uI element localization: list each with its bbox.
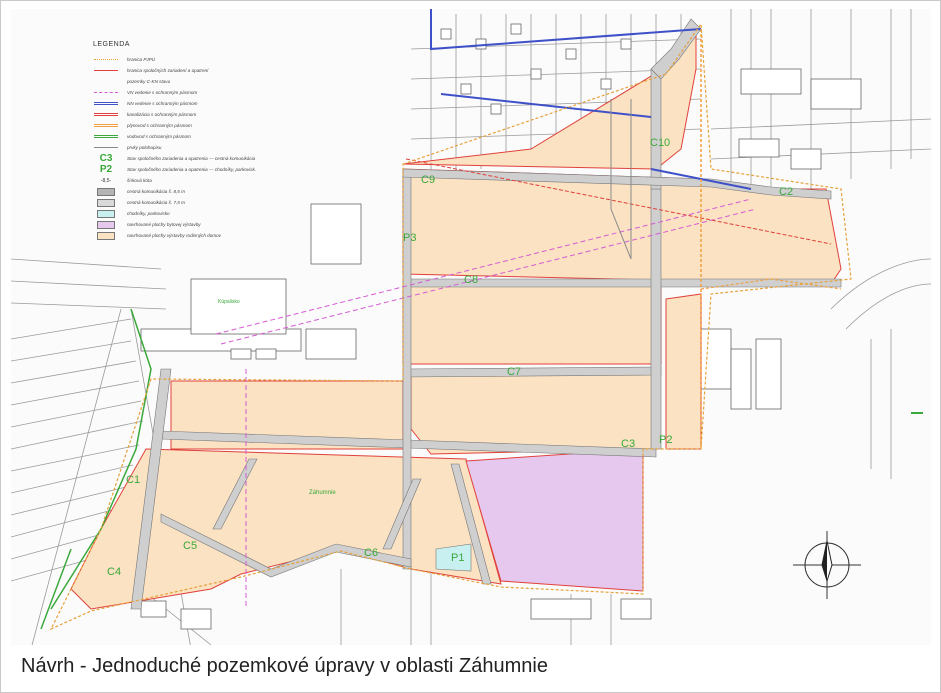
plots [70, 27, 842, 610]
parking-area [435, 543, 472, 572]
legend-item: chodníky, parkovisko [93, 208, 343, 219]
legend-item: kanalizácia s ochranným pásmom [93, 109, 343, 120]
legend-spot: -8,5- [100, 177, 112, 184]
label-p1: P1 [451, 552, 464, 564]
legend-item: navrhované plochy bytovej výstavby [93, 219, 343, 230]
legend-symbol [93, 144, 119, 152]
legend-symbol [93, 111, 119, 119]
legend-item: navrhované plochy výstavby rodinných dom… [93, 230, 343, 241]
legend-symbol [93, 133, 119, 141]
legend-item-label: navrhované plochy bytovej výstavby [127, 222, 201, 227]
map-code-labels: C1 C2 C3 C4 C5 C6 C7 C8 C9 C10 P1 P2 P3 [107, 137, 793, 578]
label-c7: C7 [507, 366, 521, 378]
label-c8: C8 [464, 274, 478, 286]
cadastral-map[interactable]: C1 C2 C3 C4 C5 C6 C7 C8 C9 C10 P1 P2 P3 … [11, 9, 931, 645]
legend-item-label: cestná komunikácia š. 7,5 m [127, 200, 185, 205]
legend-symbol [93, 209, 119, 218]
utility-lines [40, 9, 842, 630]
legend-symbol [93, 187, 119, 196]
label-c6: C6 [364, 547, 378, 559]
legend-item-label: Stav spoločného zariadenia a opatrenia —… [127, 167, 257, 172]
legend-symbol: -8,5- [93, 177, 119, 185]
legend-item-label: chodníky, parkovisko [127, 211, 170, 216]
legend-item: cestná komunikácia š. 7,5 m [93, 197, 343, 208]
legend-symbol [93, 56, 119, 64]
project-boundary [49, 22, 852, 631]
legend-item: VN vedenie s ochranným pásmom [93, 87, 343, 98]
legend-symbol [93, 220, 119, 229]
figure-caption: Návrh - Jednoduché pozemkové úpravy v ob… [21, 655, 548, 677]
legend-item: vodovod s ochranným pásmom [93, 131, 343, 142]
legend-symbol: C3 [93, 152, 119, 164]
legend-item-label: prvky polohopisu [127, 145, 162, 150]
legend-item: cestná komunikácia š. 8,5 m [93, 186, 343, 197]
legend-symbol [93, 78, 119, 86]
legend-item-label: plynovod s ochranným pásmom [127, 123, 192, 128]
legend-item-label: cestná komunikácia š. 8,5 m [127, 189, 185, 194]
legend-symbol [93, 89, 119, 97]
legend-item: P2 Stav spoločného zariadenia a opatrenia… [93, 164, 343, 175]
label-c2: C2 [779, 186, 793, 198]
legend-title: LEGENDA [93, 41, 130, 48]
label-c9: C9 [421, 174, 435, 186]
legend-item: C3 Stav spoločného zariadenia a opatrenia… [93, 153, 343, 164]
map-drawing: C1 C2 C3 C4 C5 C6 C7 C8 C9 C10 P1 P2 P3 … [11, 9, 931, 645]
legend-item: plynovod s ochranným pásmom [93, 120, 343, 131]
legend-item-label: Stav spoločného zariadenia a opatrenia —… [127, 156, 256, 161]
label-p2: P2 [659, 434, 672, 446]
legend-item-label: VN vedenie s ochranným pásmom [127, 90, 198, 95]
legend-item-label: pozemky C-KN stavu [127, 79, 171, 84]
legend-item-label: vodovod s ochranným pásmom [127, 134, 191, 139]
map-legend: LEGENDA hranica PJPÚ hranica spoločných z… [93, 41, 343, 241]
label-p3: P3 [403, 232, 416, 244]
legend-item-label: hranica spoločných zariadení a opatrení [127, 68, 209, 73]
label-c1: C1 [126, 474, 140, 486]
legend-symbol [93, 122, 119, 130]
label-locality: Záhumnie [309, 490, 336, 496]
legend-item-label: NN vedenie s ochranným pásmom [127, 101, 198, 106]
label-c3: C3 [621, 438, 635, 450]
legend-item-label: hranica PJPÚ [127, 57, 156, 62]
buildings [140, 23, 862, 630]
legend-item: NN vedenie s ochranným pásmom [93, 98, 343, 109]
legend-item: hranica spoločných zariadení a opatrení [93, 65, 343, 76]
legend-item: -8,5- šírková kóta [93, 175, 343, 186]
label-c4: C4 [107, 566, 121, 578]
legend-code: P2 [99, 163, 113, 175]
label-building: Kúpalisko [218, 299, 240, 305]
legend-list: hranica PJPÚ hranica spoločných zariadení… [93, 54, 343, 241]
legend-item-label: navrhované plochy výstavby rodinných dom… [127, 233, 221, 238]
legend-code: C3 [99, 152, 113, 164]
legend-item-label: kanalizácia s ochranným pásmom [127, 112, 197, 117]
legend-item-label: šírková kóta [127, 178, 152, 183]
legend-item: pozemky C-KN stavu [93, 76, 343, 87]
label-c5: C5 [183, 540, 197, 552]
legend-item: prvky polohopisu [93, 142, 343, 153]
legend-symbol [93, 231, 119, 240]
north-arrow-icon [793, 531, 861, 599]
legend-symbol [93, 100, 119, 108]
legend-item: hranica PJPÚ [93, 54, 343, 65]
legend-symbol [93, 67, 119, 75]
cadastral-parcel-lines [11, 9, 931, 645]
legend-symbol: P2 [93, 163, 119, 175]
label-c10: C10 [650, 137, 670, 149]
legend-symbol [93, 198, 119, 207]
